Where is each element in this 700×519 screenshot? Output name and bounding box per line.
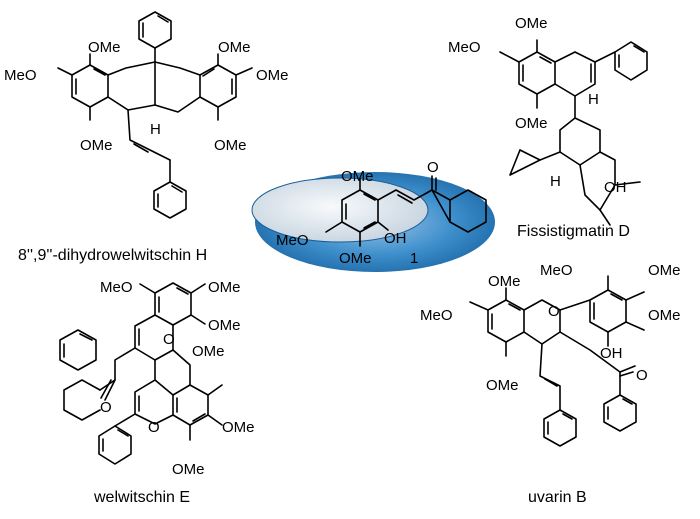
uv-ome-2: OMe [648,262,681,279]
we-meo: MeO [100,279,133,296]
uv-carbonyl-o: O [636,367,648,384]
dw-ome-4: OMe [256,67,289,84]
fd-h-2: H [550,173,561,190]
dihydrowelwitschin-structure [57,11,253,219]
c1-ome-bottom: OMe [339,250,372,267]
fd-h-1: H [588,91,599,108]
we-ome-1: OMe [208,279,241,296]
fissistigmatin-structure [499,39,648,226]
compound-1-structure [325,175,487,247]
uv-ome-3: OMe [648,307,681,324]
dw-ome-1: OMe [88,39,121,56]
uvarin-structure [469,275,645,447]
fissistigmatin-caption: Fissistigmatin D [517,223,630,240]
fd-ome-2: OMe [515,115,548,132]
we-ring-o-1: O [163,331,175,348]
we-ome-3: OMe [192,343,225,360]
compound-number: 1 [410,250,418,267]
uv-oh: OH [600,345,623,362]
uv-ome-1: OMe [488,273,521,290]
dihydrowelwitschin-caption: 8'',9''-dihydrowelwitschin H [18,247,207,264]
c1-meo: MeO [276,232,309,249]
we-carbonyl-o: O [100,399,112,416]
dw-h: H [150,121,161,138]
we-ome-5: OMe [172,461,205,478]
we-ome-2: OMe [208,317,241,334]
welwitschin-caption: welwitschin E [93,489,190,506]
dw-ome-2: OMe [80,137,113,154]
fd-oh: OH [604,179,627,196]
dw-ome-5: OMe [214,137,247,154]
uv-meo-2: MeO [540,262,573,279]
we-ome-4: OMe [222,419,255,436]
c1-carbonyl-o: O [427,159,439,176]
uv-meo-1: MeO [420,307,453,324]
uv-ring-o: O [548,303,560,320]
dw-ome-3: OMe [218,39,251,56]
uv-ome-4: OMe [486,377,519,394]
c1-oh: OH [384,230,407,247]
c1-ome-top: OMe [341,168,374,185]
uvarin-caption: uvarin B [528,489,587,506]
fd-meo: MeO [448,39,481,56]
we-ring-o-2: O [148,419,160,436]
fd-ome-1: OMe [515,15,548,32]
welwitschin-structure [59,282,223,465]
dw-meo: MeO [4,67,37,84]
